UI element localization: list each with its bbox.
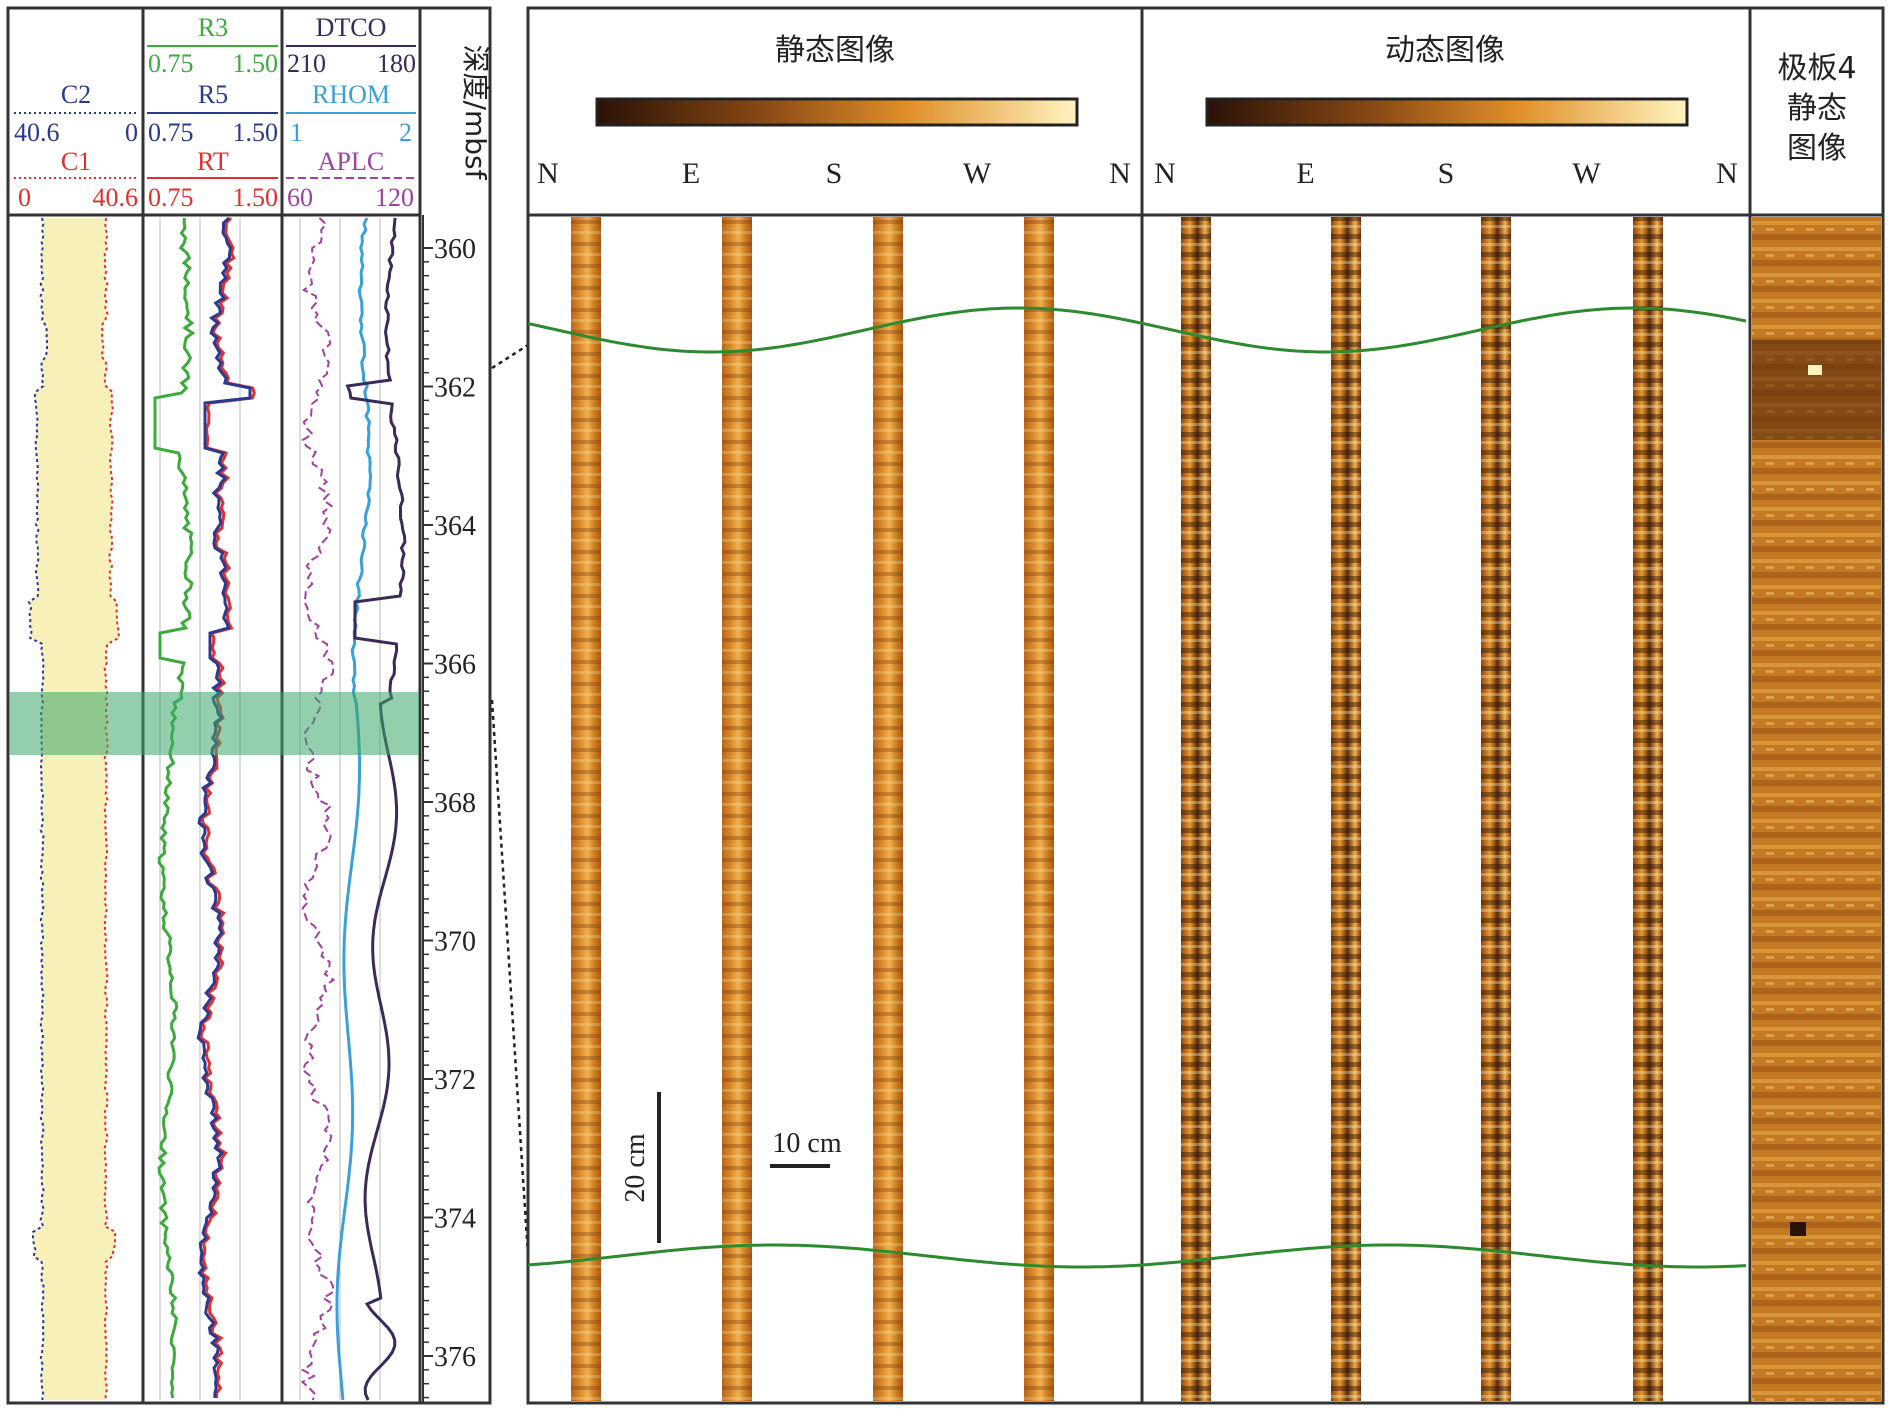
aplc-curve	[300, 217, 336, 1401]
compass-label: W	[963, 157, 992, 190]
caliper-header: C2 40.6 0 C1 0 40.6	[14, 80, 138, 212]
r3-name: R3	[198, 13, 228, 42]
rhom-min: 1	[290, 118, 303, 147]
compass-label: N	[1109, 157, 1131, 190]
c1-curve	[100, 217, 120, 1401]
rhom-curve	[335, 217, 373, 1401]
depth-ticks: 360 362 364 366 368 370 372 374 376	[423, 234, 476, 1399]
caliper-fill	[29, 218, 119, 1400]
depth-tick-label: 360	[434, 234, 476, 265]
pad-title-line-1: 极板4	[1777, 51, 1856, 86]
static-image-title: 静态图像	[775, 33, 895, 68]
c1-min: 0	[18, 183, 31, 212]
pad-title-line-3: 图像	[1787, 131, 1847, 166]
compass-label: S	[826, 157, 843, 190]
compass-label: N	[1716, 157, 1738, 190]
image-strip-texture	[571, 217, 601, 1401]
aplc-max: 120	[375, 183, 414, 212]
r3-min: 0.75	[148, 49, 194, 78]
rt-min: 0.75	[148, 183, 194, 212]
pad-image-header: 极板4 静态 图像	[1777, 51, 1856, 166]
image-strip-texture	[1331, 217, 1361, 1401]
highlight-band	[9, 692, 419, 755]
compass-label: E	[1296, 157, 1314, 190]
r5-curve	[196, 216, 252, 1398]
rt-name: RT	[197, 147, 229, 176]
r5-min: 0.75	[148, 118, 194, 147]
static-colorbar	[595, 97, 1079, 127]
compass-label: N	[1154, 157, 1176, 190]
depth-tick-label: 366	[434, 650, 476, 681]
scale-horizontal-label: 10 cm	[772, 1128, 841, 1159]
dtco-max: 180	[377, 49, 416, 78]
depth-tick-label: 362	[434, 373, 476, 404]
rt-max: 1.50	[233, 183, 279, 212]
compass-label: S	[1438, 157, 1455, 190]
dynamic-image-strips	[1181, 217, 1663, 1401]
depth-tick-label: 376	[434, 1342, 476, 1373]
depth-tick-label: 370	[434, 927, 476, 958]
image-strip-texture	[1181, 217, 1211, 1401]
compass-label: N	[537, 157, 559, 190]
r5-name: R5	[198, 80, 228, 109]
bedding-sinusoid-top	[527, 306, 1747, 354]
image-strip-texture	[873, 217, 903, 1401]
resistivity-header: R3 0.75 1.50 R5 0.75 1.50 RT 0.75 1.50	[147, 13, 278, 212]
image-strip-texture	[722, 217, 752, 1401]
image-strip-texture	[1633, 217, 1663, 1401]
c1-max: 40.6	[93, 183, 139, 212]
scale-vertical-label: 20 cm	[620, 1133, 651, 1202]
depth-column: 深度/mbsf 360 362 364 366 368 370 372 374 376	[422, 45, 492, 1403]
depth-tick-label: 368	[434, 788, 476, 819]
pad-image-dark-spot	[1790, 1222, 1806, 1236]
left-log-panel	[6, 6, 492, 1405]
aplc-name: APLC	[318, 147, 384, 176]
image-strip-texture	[1481, 217, 1511, 1401]
image-panel-frame	[526, 6, 1885, 1405]
dynamic-colorbar	[1205, 97, 1689, 127]
scale-bar-vertical: 20 cm	[620, 1092, 661, 1243]
dtco-curve	[345, 217, 407, 1401]
depth-tick-label: 374	[434, 1204, 476, 1235]
dynamic-image-title: 动态图像	[1385, 33, 1505, 68]
image-strip-texture	[1024, 217, 1054, 1401]
zoom-connectors	[490, 343, 530, 1256]
aplc-min: 60	[287, 183, 313, 212]
c1-name: C1	[61, 147, 91, 176]
log-tracks	[9, 216, 419, 1401]
pad-image-bright-spot	[1808, 365, 1822, 375]
r3-max: 1.50	[233, 49, 279, 78]
rhom-name: RHOM	[312, 80, 390, 109]
dynamic-image-header: 动态图像 N E S W N	[1154, 33, 1738, 190]
r5-max: 1.50	[233, 118, 279, 147]
pad-image-dark-zone	[1752, 340, 1881, 440]
c2-min: 40.6	[14, 118, 60, 147]
dtco-name: DTCO	[316, 13, 387, 42]
dtco-min: 210	[287, 49, 326, 78]
c2-curve	[27, 217, 49, 1401]
r3-curve	[153, 217, 196, 1399]
compass-label: W	[1572, 157, 1601, 190]
scale-bar-horizontal: 10 cm	[770, 1128, 842, 1168]
static-image-header: 静态图像 N E S W N	[537, 33, 1131, 190]
pad-title-line-2: 静态	[1787, 91, 1847, 126]
compass-label: E	[682, 157, 700, 190]
sonic-density-header: DTCO 210 180 RHOM 1 2 APLC 60 120	[286, 13, 416, 212]
depth-axis-label: 深度/mbsf	[459, 45, 492, 181]
rhom-max: 2	[399, 118, 412, 147]
rt-curve	[199, 216, 256, 1399]
bedding-sinusoid-bottom	[527, 1243, 1747, 1269]
static-image-strips	[571, 217, 1054, 1401]
depth-tick-label: 372	[434, 1065, 476, 1096]
c2-max: 0	[125, 118, 138, 147]
c2-name: C2	[61, 80, 91, 109]
depth-tick-label: 364	[434, 511, 476, 542]
